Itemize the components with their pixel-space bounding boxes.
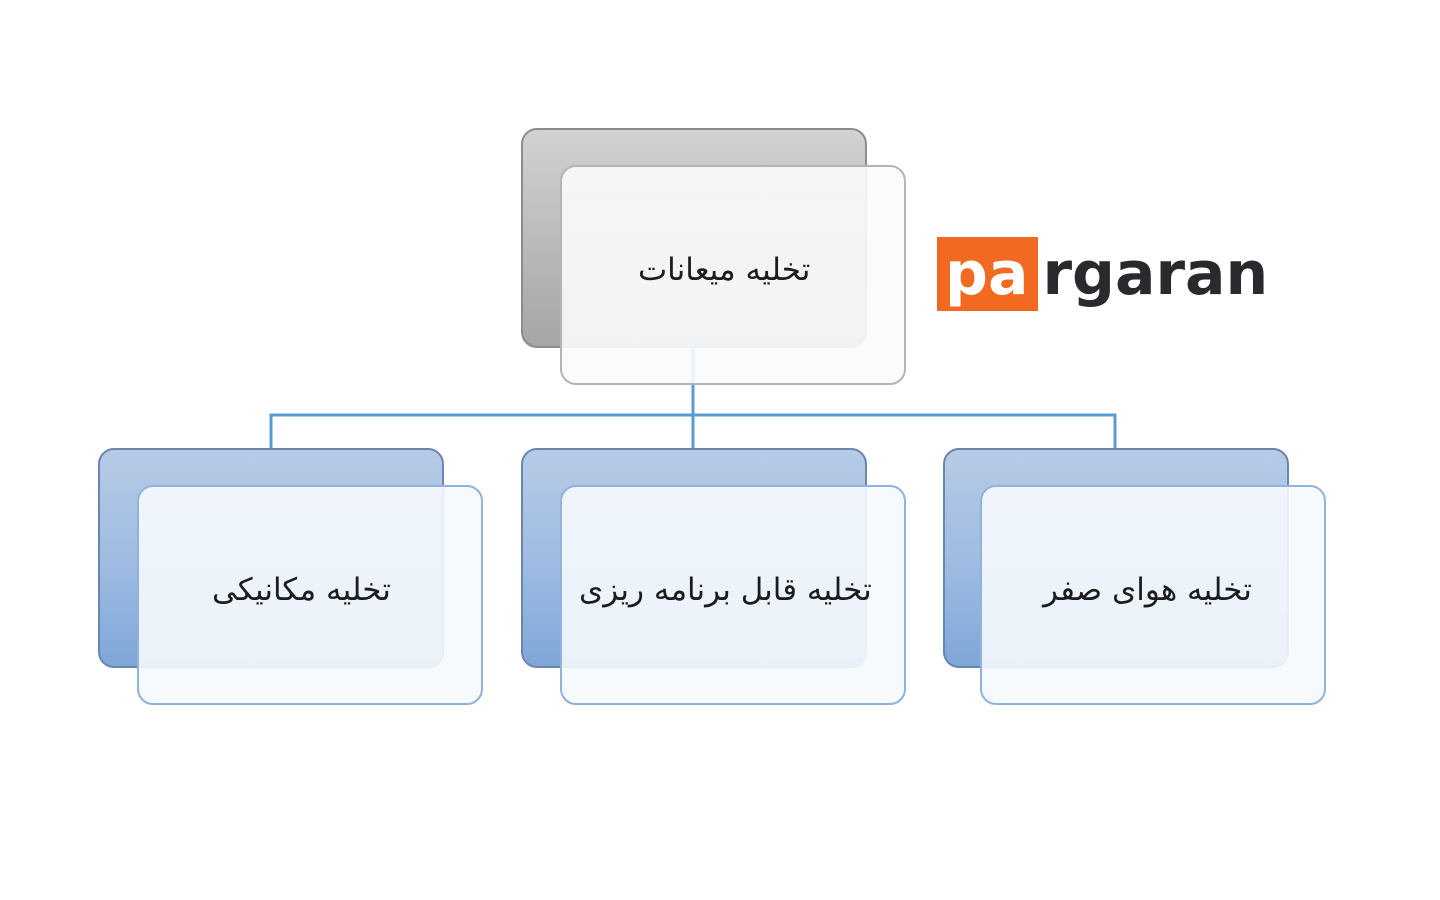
logo-highlight: pa — [937, 237, 1039, 311]
root-node-label: تخلیه میعانات — [638, 252, 811, 288]
child-node-right-label: تخلیه هوای صفر — [1043, 572, 1252, 608]
child-node-left — [137, 485, 483, 705]
root-node — [560, 165, 906, 385]
child-node-center — [560, 485, 906, 705]
child-node-center-label: تخلیه قابل برنامه ریزی — [579, 572, 872, 608]
pargaran-logo: pa rgaran — [937, 237, 1268, 311]
child-node-right — [980, 485, 1326, 705]
child-node-left-label: تخلیه مکانیکی — [212, 572, 391, 608]
logo-text: rgaran — [1042, 239, 1269, 309]
